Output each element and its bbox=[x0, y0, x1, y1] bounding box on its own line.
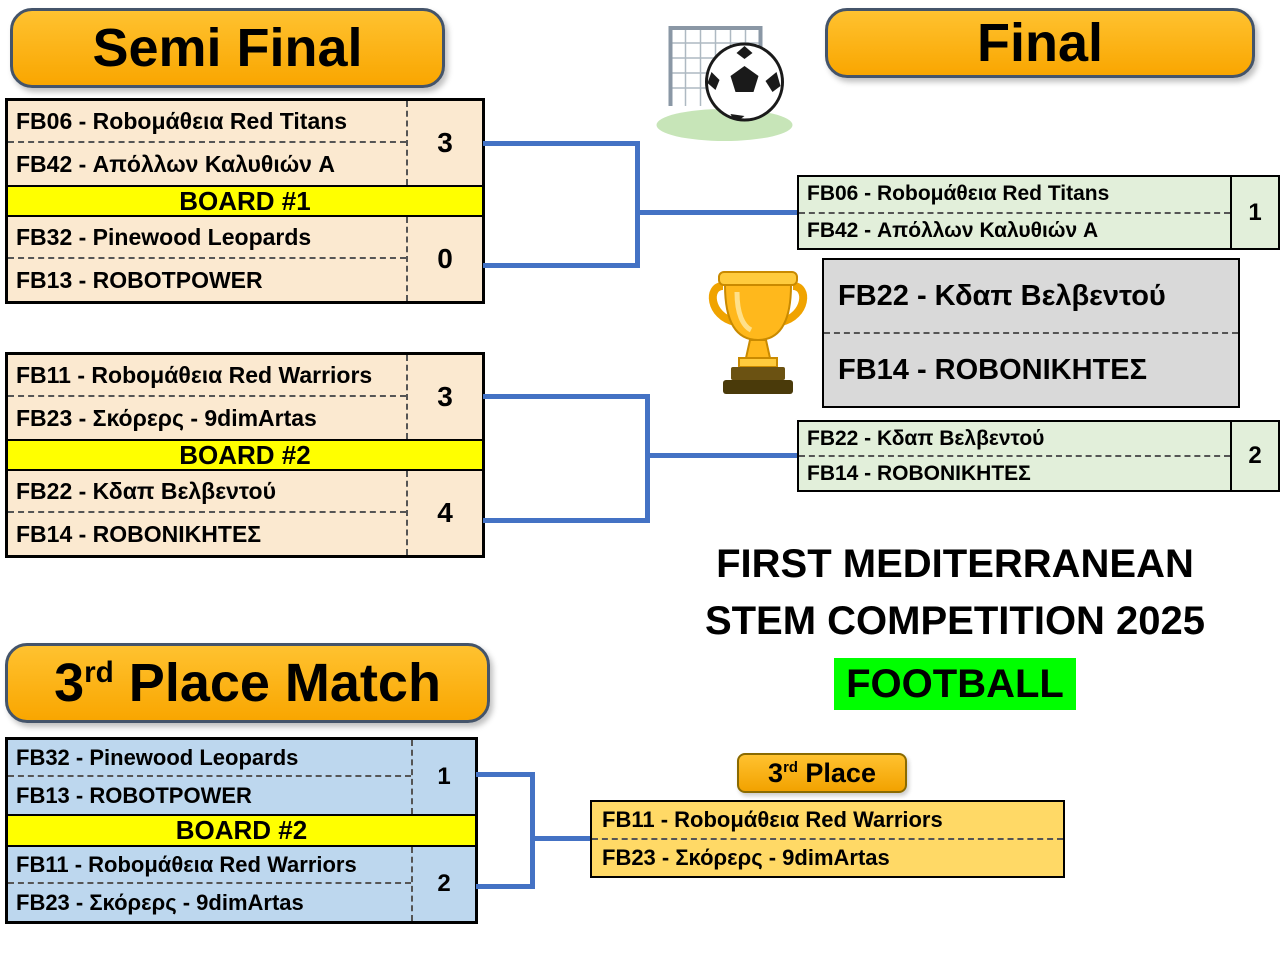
soccer-goal-icon bbox=[650, 10, 805, 145]
bracket-connector bbox=[635, 210, 797, 215]
semifinal-match-2: FB11 - Roboμάθεια Red Warriors FB23 - Σκ… bbox=[5, 352, 485, 558]
tournament-title: FIRST MEDITERRANEAN STEM COMPETITION 202… bbox=[630, 536, 1280, 713]
match-pair: FB11 - Roboμάθεια Red Warriors FB23 - Σκ… bbox=[8, 847, 475, 921]
trophy-icon bbox=[703, 262, 813, 402]
team-name: FB11 - Roboμάθεια Red Warriors bbox=[592, 802, 1063, 840]
team-name: FB23 - Σκόρερς - 9dimArtas bbox=[602, 845, 890, 870]
bracket-connector bbox=[645, 394, 650, 523]
bracket-connector bbox=[530, 772, 535, 889]
match-score: 2 bbox=[1230, 422, 1278, 490]
bracket-connector bbox=[483, 141, 640, 146]
match-pair: FB32 - Pinewood Leopards FB13 - ROBOTPOW… bbox=[8, 740, 475, 814]
team-name: FB23 - Σκόρερς - 9dimArtas bbox=[8, 397, 406, 439]
bracket-connector bbox=[483, 394, 650, 399]
match-score: 1 bbox=[411, 740, 475, 814]
match-score: 3 bbox=[406, 101, 482, 185]
match-score: 1 bbox=[1230, 177, 1278, 248]
team-name: FB11 - Roboμάθεια Red Warriors bbox=[8, 355, 406, 397]
third-place-header-label: 3rd Place Match bbox=[54, 653, 441, 713]
bracket-connector bbox=[476, 884, 535, 889]
match-pair: FB32 - Pinewood Leopards FB13 - ROBOTPOW… bbox=[8, 217, 482, 301]
team-name: FB32 - Pinewood Leopards bbox=[8, 217, 406, 259]
board-label: BOARD #1 bbox=[8, 185, 482, 217]
final-slot-top: FB06 - Roboμάθεια Red Titans FB42 - Απόλ… bbox=[797, 175, 1280, 250]
final-header: Final bbox=[825, 8, 1255, 78]
bracket-connector bbox=[645, 453, 797, 458]
board-label: BOARD #2 bbox=[8, 814, 475, 847]
tournament-title-line1: FIRST MEDITERRANEAN bbox=[716, 542, 1194, 586]
team-name: FB23 - Σκόρερς - 9dimArtas bbox=[8, 884, 411, 921]
final-slot-bottom: FB22 - Κδαπ Βελβεντού FB14 - ROBONIKHTEΣ… bbox=[797, 420, 1280, 492]
semifinal-header: Semi Final bbox=[10, 8, 445, 88]
team-name: FB13 - ROBOTPOWER bbox=[8, 777, 411, 814]
match-score: 4 bbox=[406, 471, 482, 555]
match-pair: FB11 - Roboμάθεια Red Warriors FB23 - Σκ… bbox=[8, 355, 482, 439]
match-score: 3 bbox=[406, 355, 482, 439]
team-name: FB42 - Απόλλων Καλυθιών A bbox=[8, 143, 406, 185]
team-name: FB14 - ROBONIKHTEΣ bbox=[8, 513, 406, 555]
third-place-badge-label: 3rd Place bbox=[768, 757, 876, 788]
team-name: FB14 - ROBONIKHTEΣ bbox=[838, 353, 1148, 386]
team-name: FB22 - Κδαπ Βελβεντού bbox=[824, 260, 1238, 334]
third-place-winner-box: FB11 - Roboμάθεια Red Warriors FB23 - Σκ… bbox=[590, 800, 1065, 878]
board-label: BOARD #2 bbox=[8, 439, 482, 471]
team-name: FB11 - Roboμάθεια Red Warriors bbox=[8, 847, 411, 884]
semifinal-header-label: Semi Final bbox=[92, 18, 363, 78]
third-place-header: 3rd Place Match bbox=[5, 643, 490, 723]
football-label: FOOTBALL bbox=[834, 658, 1076, 710]
team-name: FB13 - ROBOTPOWER bbox=[8, 259, 406, 301]
team-name: FB14 - ROBONIKHTEΣ bbox=[799, 457, 1230, 490]
bracket-connector bbox=[530, 836, 590, 841]
match-score: 2 bbox=[411, 847, 475, 921]
team-name: FB32 - Pinewood Leopards bbox=[8, 740, 411, 777]
bracket-connector bbox=[483, 263, 640, 268]
semifinal-match-1: FB06 - Roboμάθεια Red Titans FB42 - Απόλ… bbox=[5, 98, 485, 304]
team-name: FB22 - Κδαπ Βελβεντού bbox=[8, 471, 406, 513]
team-name: FB06 - Roboμάθεια Red Titans bbox=[8, 101, 406, 143]
third-place-match: FB32 - Pinewood Leopards FB13 - ROBOTPOW… bbox=[5, 737, 478, 924]
match-pair: FB22 - Κδαπ Βελβεντού FB14 - ROBONIKHTEΣ… bbox=[8, 471, 482, 555]
bracket-connector bbox=[635, 141, 640, 268]
team-name: FB06 - Roboμάθεια Red Titans bbox=[799, 177, 1230, 214]
team-name: FB22 - Κδαπ Βελβεντού bbox=[799, 422, 1230, 457]
match-score: 0 bbox=[406, 217, 482, 301]
final-header-label: Final bbox=[976, 13, 1103, 73]
bracket-connector bbox=[476, 772, 535, 777]
team-name: FB42 - Απόλλων Καλυθιών A bbox=[799, 213, 1230, 248]
match-pair: FB06 - Roboμάθεια Red Titans FB42 - Απόλ… bbox=[8, 101, 482, 185]
tournament-title-line2: STEM COMPETITION 2025 bbox=[704, 599, 1206, 643]
bracket-connector bbox=[483, 518, 650, 523]
champion-box: FB22 - Κδαπ Βελβεντού FB14 - ROBONIKHTEΣ bbox=[822, 258, 1240, 408]
third-place-badge: 3rd Place bbox=[737, 753, 907, 793]
